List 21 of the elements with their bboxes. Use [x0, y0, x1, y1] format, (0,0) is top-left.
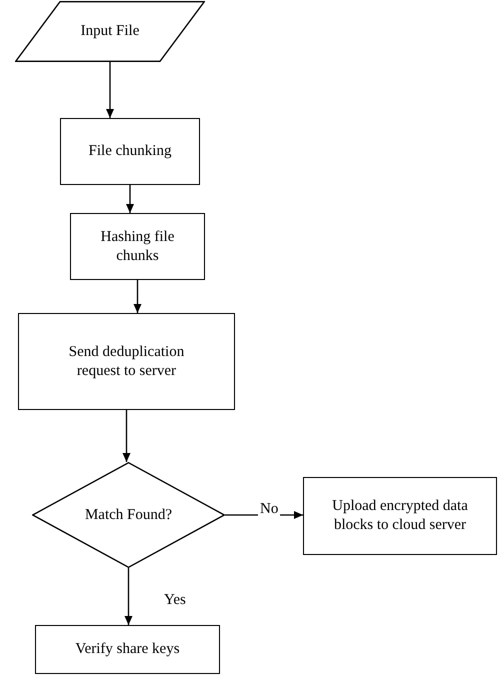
- node-text: Input File: [80, 22, 140, 41]
- arrow: [126, 185, 134, 213]
- node-text: Upload encrypted data blocks to cloud server: [331, 497, 469, 535]
- process-box: [70, 213, 205, 280]
- node-text: Verify share keys: [74, 640, 181, 659]
- process-box: [18, 313, 235, 410]
- arrow: [134, 280, 142, 313]
- arrow: [122, 410, 130, 462]
- arrow: [124, 568, 132, 625]
- node-text: Send deduplication request to server: [68, 342, 186, 380]
- decision-diamond: [32, 462, 225, 568]
- edge-label: No: [258, 502, 280, 517]
- input-parallelogram: [15, 1, 205, 62]
- arrow: [225, 511, 303, 519]
- process-box: [60, 118, 200, 185]
- arrow: [106, 62, 114, 118]
- process-box: [303, 477, 497, 555]
- node-text: Match Found?: [84, 506, 174, 524]
- node-text: File chunking: [88, 142, 172, 161]
- node-text: Hashing file chunks: [100, 228, 176, 266]
- process-box: [35, 625, 220, 674]
